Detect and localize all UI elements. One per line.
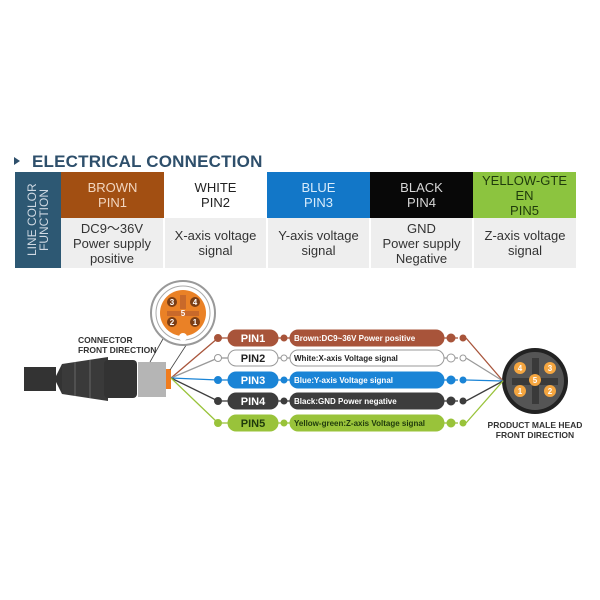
wire-dot-icon — [446, 333, 456, 343]
svg-text:3: 3 — [548, 364, 553, 373]
svg-text:5: 5 — [533, 376, 538, 385]
wire-dot-icon — [214, 376, 222, 384]
section-title: ELECTRICAL CONNECTION — [14, 152, 263, 172]
wire-dot-icon — [446, 418, 456, 428]
wire-right-3 — [465, 379, 504, 382]
wire-dot-icon — [459, 397, 467, 405]
wire-left-2 — [170, 357, 219, 379]
wire-left-3 — [170, 377, 219, 381]
wire-dot-icon — [446, 396, 456, 406]
wire-dot-icon — [459, 419, 467, 427]
wire-right-2 — [465, 357, 504, 382]
wire-right-1 — [465, 337, 504, 382]
wire-dot-icon — [280, 419, 288, 427]
svg-text:4: 4 — [518, 364, 523, 373]
wire-dot-icon — [459, 354, 467, 362]
connector-label-line1: CONNECTOR — [78, 335, 133, 345]
wire-dot-icon — [459, 334, 467, 342]
wire-desc-2: White:X-axis Voltage signal — [294, 354, 398, 363]
wire-dot-icon — [446, 353, 456, 363]
wire-desc-5: Yellow-green:Z-axis Voltage signal — [294, 419, 425, 428]
svg-text:3: 3 — [170, 298, 175, 307]
male-head-label-line2: FRONT DIRECTION — [496, 430, 574, 440]
section-title-text: ELECTRICAL CONNECTION — [32, 152, 263, 171]
wire-dot-icon — [446, 375, 456, 385]
male-head-icon: 4 3 5 1 2 — [502, 348, 568, 414]
wire-dot-icon — [280, 376, 288, 384]
wire-left-4 — [170, 377, 219, 402]
male-head-label-line1: PRODUCT MALE HEAD — [488, 420, 583, 430]
svg-text:1: 1 — [193, 318, 198, 327]
wire-desc-3: Blue:Y-axis Voltage signal — [294, 376, 393, 385]
cable-connector-icon — [24, 329, 197, 401]
wire-desc-1: Brown:DC9~36V Power positive — [294, 334, 416, 343]
wire-left-1 — [170, 337, 219, 379]
wire-dot-icon — [214, 354, 222, 362]
pin-label-1: PIN1 — [241, 333, 265, 345]
svg-text:4: 4 — [193, 298, 198, 307]
pin-label-4: PIN4 — [241, 396, 266, 408]
side-label-cell: LINE COLOR FUNCTION — [15, 172, 61, 268]
svg-text:2: 2 — [170, 318, 175, 327]
svg-text:5: 5 — [181, 309, 186, 318]
wire-left-5 — [170, 377, 219, 424]
wire-dot-icon — [214, 397, 222, 405]
wire-dot-icon — [280, 397, 288, 405]
connector-face-icon: 3 4 5 2 1 — [150, 280, 216, 346]
wire-dot-icon — [280, 354, 288, 362]
pin-label-2: PIN2 — [241, 353, 265, 365]
wire-dot-icon — [214, 419, 222, 427]
triangle-bullet-icon — [14, 156, 20, 165]
wire-dot-icon — [459, 376, 467, 384]
pin-label-3: PIN3 — [241, 375, 265, 387]
svg-text:1: 1 — [518, 387, 523, 396]
connector-label-line2: FRONT DIRECTION — [78, 345, 156, 355]
wire-right-4 — [465, 380, 504, 402]
wire-dot-icon — [280, 334, 288, 342]
wire-desc-4: Black:GND Power negative — [294, 397, 397, 406]
wire-dot-icon — [214, 334, 222, 342]
wire-right-5 — [465, 380, 504, 424]
pin-label-5: PIN5 — [241, 418, 265, 430]
svg-text:2: 2 — [548, 387, 553, 396]
